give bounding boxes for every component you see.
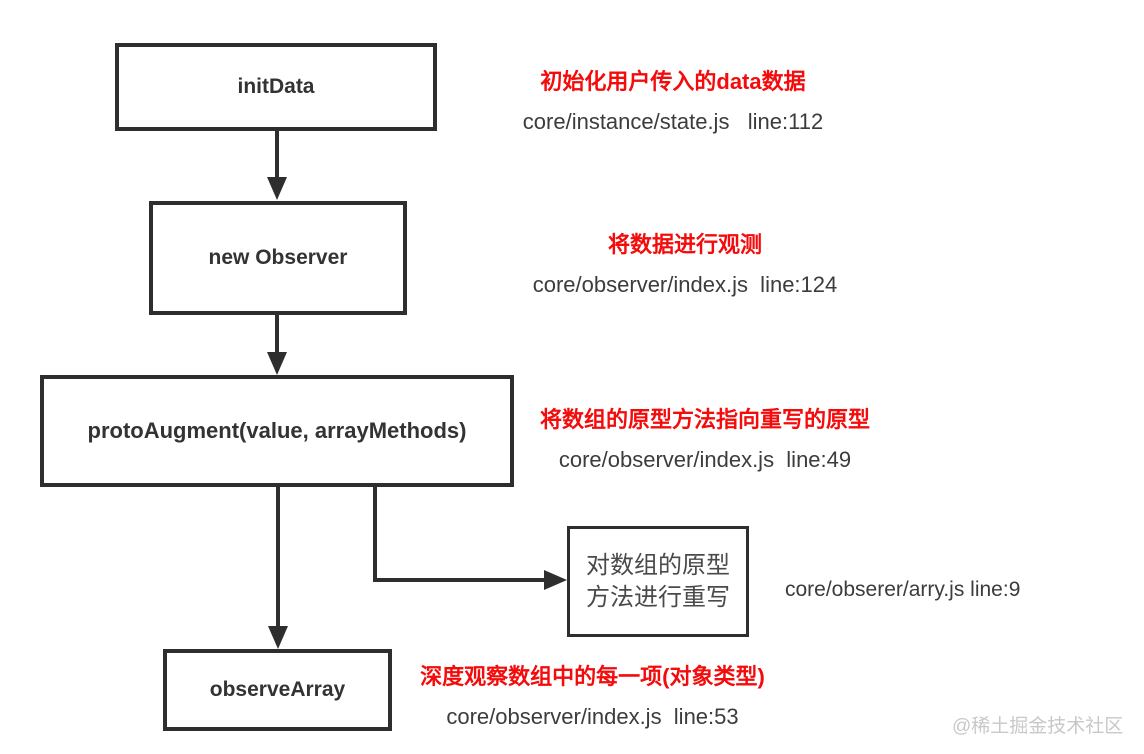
edge-newobserver-to-protoaugment (275, 314, 279, 356)
annotation-proto-augment: 将数组的原型方法指向重写的原型 core/observer/index.js l… (510, 402, 900, 473)
flow-node-observe-array: observeArray (163, 649, 392, 731)
annotation-observe-array: 深度观察数组中的每一项(对象类型) core/observer/index.js… (400, 659, 785, 730)
annotation-initdata-title: 初始化用户传入的data数据 (540, 69, 806, 94)
flow-node-array-rewrite-label: 对数组的原型 方法进行重写 (586, 552, 730, 611)
arrowhead-down-icon (267, 177, 287, 200)
flow-node-new-observer-label: new Observer (208, 246, 348, 269)
edge-protoaugment-branch-vertical (373, 487, 377, 582)
flow-node-proto-augment-label: protoAugment(value, arrayMethods) (87, 418, 467, 443)
annotation-array-rewrite-path: core/obserer/arry.js line:9 (785, 578, 1021, 601)
arrowhead-down-icon (267, 352, 287, 375)
annotation-new-observer-title: 将数据进行观测 (607, 232, 762, 257)
flow-node-initdata: initData (115, 43, 437, 131)
annotation-new-observer: 将数据进行观测 core/observer/index.js line:124 (480, 227, 890, 298)
watermark: @稀土掘金技术社区 (952, 716, 1124, 737)
arrowhead-right-icon (544, 570, 567, 590)
annotation-observe-array-path: core/observer/index.js line:53 (446, 704, 739, 729)
edge-initdata-to-newobserver (275, 131, 279, 181)
arrowhead-down-icon (268, 626, 288, 649)
annotation-initdata: 初始化用户传入的data数据 core/instance/state.js li… (463, 64, 883, 135)
annotation-initdata-path: core/instance/state.js line:112 (522, 109, 824, 134)
flow-node-initdata-label: initData (237, 75, 315, 98)
annotation-observe-array-title: 深度观察数组中的每一项(对象类型) (420, 664, 765, 689)
flow-node-proto-augment: protoAugment(value, arrayMethods) (40, 375, 514, 487)
annotation-proto-augment-path: core/observer/index.js line:49 (558, 447, 852, 472)
flow-node-array-rewrite: 对数组的原型 方法进行重写 (567, 526, 749, 637)
edge-protoaugment-to-observearray (276, 487, 280, 629)
flow-node-new-observer: new Observer (149, 201, 407, 315)
flow-node-observe-array-label: observeArray (209, 678, 346, 701)
annotation-new-observer-path: core/observer/index.js line:124 (532, 272, 838, 297)
edge-protoaugment-branch-horizontal (373, 578, 545, 582)
annotation-proto-augment-title: 将数组的原型方法指向重写的原型 (539, 407, 870, 432)
